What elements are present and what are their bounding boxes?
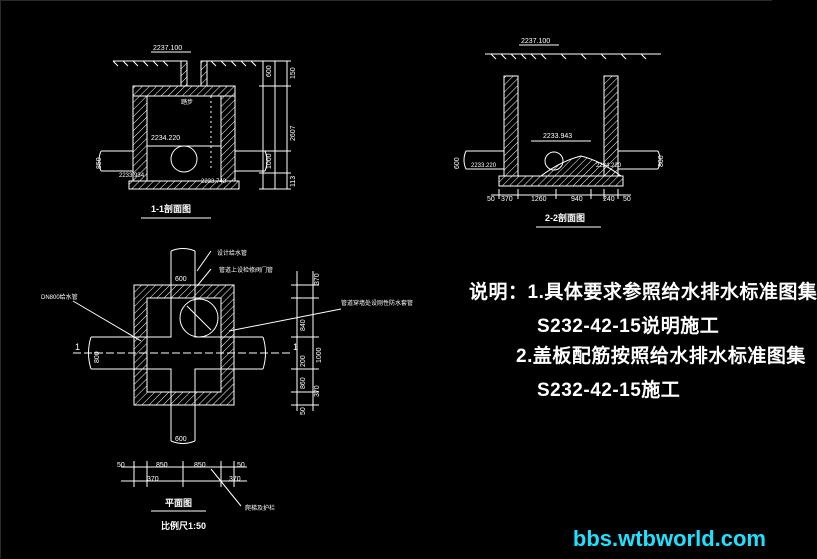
plan-dim-bottom-1: 850: [156, 462, 168, 469]
plan-view: 1 1 设计给水管 管道上设检修阀门管 管道穿墙处设刚性防水套管 DN800给水…: [41, 248, 413, 531]
section-2-dim-370: 370: [501, 196, 513, 203]
section-2-2: 2237.100 2233.943 2233.220 2234.220 600 …: [454, 38, 665, 228]
plan-dim-right-4: 370: [314, 385, 321, 397]
plan-dim-800: 800: [94, 351, 101, 363]
section-2-dim-800: 800: [658, 155, 665, 167]
plan-dim-right-5: 50: [300, 407, 307, 415]
plan-label-pipe-desc: 管道上设检修阀门管: [219, 266, 273, 274]
plan-label-pipe-top: 设计给水管: [217, 249, 247, 257]
section-2-dim-1260: 1260: [531, 196, 547, 203]
plan-dim-600-bottom: 600: [175, 436, 187, 443]
section-2-pipe-elevation: 2233.943: [543, 133, 572, 140]
note-line-4: S232-42-15施工: [537, 380, 681, 401]
plan-dim-right-2: 200: [300, 355, 307, 367]
section-2-dim-50-left: 50: [487, 196, 495, 203]
plan-dim-bottom-5: 370: [229, 476, 241, 483]
watermark: bbs.wtbworld.com: [572, 526, 766, 551]
cad-drawing: 2237.100 踏步 2234.220 2233.934 2233.743 6: [41, 38, 665, 531]
plan-dim-right-3: 860: [300, 377, 307, 389]
plan-dim-bottom-2: 850: [194, 462, 206, 469]
section-2-dim-600: 600: [454, 157, 461, 169]
section-2-dim-240: 240: [603, 196, 615, 203]
section-1-dim-2607: 2607: [290, 125, 297, 141]
note-line-3: 2.盖板配筋按照给水排水标准图集: [516, 346, 806, 367]
section-2-ground-elevation: 2237.100: [521, 38, 550, 45]
note-line-2: S232-42-15说明施工: [537, 316, 720, 337]
section-2-title: 2-2剖面图: [545, 212, 585, 223]
section-1-1: 2237.100 踏步 2234.220 2233.934 2233.743 6: [96, 45, 297, 219]
section-2-dim-940: 940: [571, 196, 583, 203]
section-1-pipe-elevation: 2234.220: [151, 135, 180, 142]
section-1-ground-elevation: 2237.100: [153, 45, 182, 52]
plan-dim-right-0: 370: [314, 273, 321, 285]
note-line-1: 说明：1.具体要求参照给水排水标准图集: [469, 282, 817, 303]
section-1-inlet-elevation: 2233.934: [119, 173, 145, 179]
section-1-ladder-label: 踏步: [181, 98, 193, 106]
section-1-title: 1-1剖面图: [151, 203, 191, 214]
section-1-outlet-elevation: 2233.743: [201, 179, 227, 185]
plan-scale: 比例尺1:50: [161, 520, 206, 531]
plan-dim-right-1: 840: [300, 319, 307, 331]
section-1-dim-850: 850: [96, 157, 103, 169]
section-2-dim-50-right: 50: [623, 196, 631, 203]
plan-section-mark-right: 1: [293, 342, 298, 352]
plan-dim-bottom-3: 50: [237, 462, 245, 469]
plan-label-left: DN800给水管: [41, 293, 78, 301]
plan-label-right: 管道穿墙处设刚性防水套管: [341, 299, 413, 307]
plan-dim-600-top: 600: [175, 276, 187, 283]
plan-dim-right-6: 1000: [316, 347, 323, 363]
section-1-dim-1000: 1000: [266, 153, 273, 169]
section-2-inlet-elevation: 2233.220: [471, 163, 497, 169]
section-1-dim-113: 113: [290, 176, 297, 187]
section-2-outlet-elevation: 2234.220: [596, 163, 622, 169]
plan-label-bottom: 爬梯及护栏: [245, 504, 275, 512]
plan-dim-bottom-0: 50: [117, 462, 125, 469]
plan-dim-bottom-4: 370: [147, 476, 159, 483]
plan-title: 平面图: [165, 498, 192, 508]
section-1-dim-600: 600: [266, 65, 273, 77]
plan-section-mark-left: 1: [75, 342, 80, 352]
section-1-dim-150: 150: [290, 67, 297, 79]
